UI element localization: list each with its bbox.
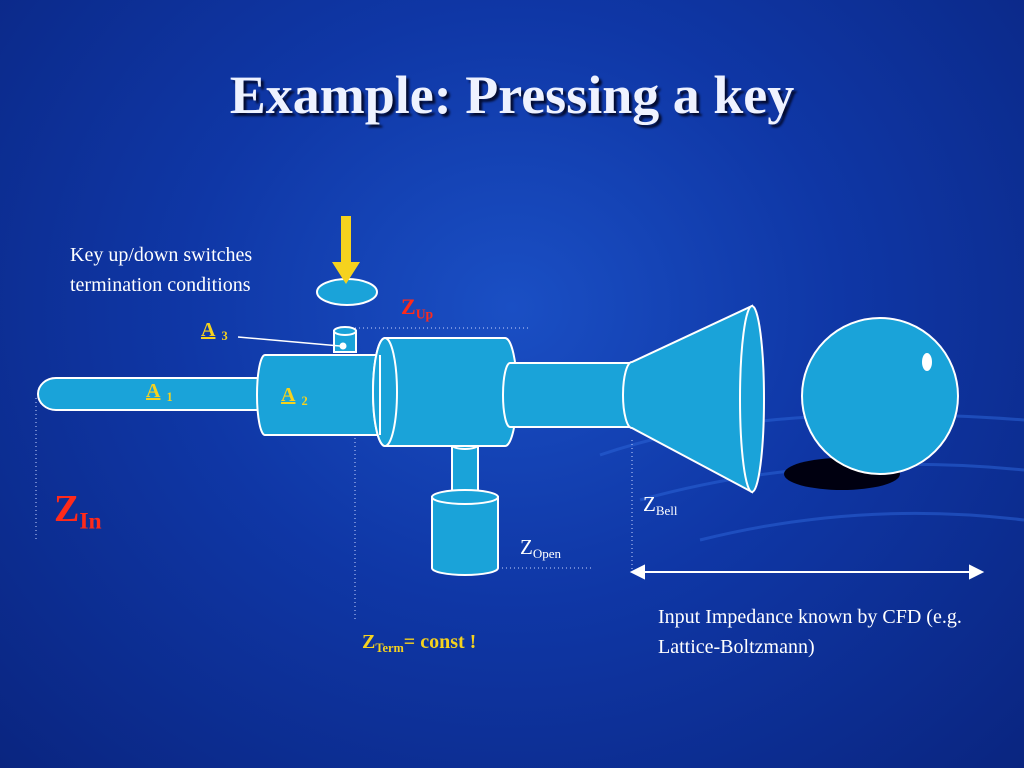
impedance-note: Input Impedance known by CFD (e.g. Latti… xyxy=(658,606,962,658)
open-can-top xyxy=(431,489,499,505)
a3-leader-line xyxy=(237,336,341,347)
label-z-term: ZTerm= const ! xyxy=(362,631,477,655)
key-disk-icon[interactable] xyxy=(316,278,378,306)
label-z-open: ZOpen xyxy=(520,535,562,562)
label-z-up: ZUp xyxy=(401,294,434,322)
impedance-range-arrow xyxy=(629,564,985,580)
open-can xyxy=(431,496,499,576)
bell xyxy=(622,304,753,494)
label-z-in: ZIn xyxy=(54,488,102,535)
slide-title: Example: Pressing a key xyxy=(229,65,795,125)
bell-opening xyxy=(739,305,765,493)
bell-neck xyxy=(502,362,637,428)
label-z-bell: ZBell xyxy=(643,492,678,519)
ball-highlight xyxy=(922,353,932,371)
keyhole-top xyxy=(333,326,357,336)
keyhole-dot xyxy=(339,342,347,350)
mouthpiece-pipe xyxy=(37,377,263,411)
radiation-ball xyxy=(801,317,959,475)
key-note: Key up/down switches termination conditi… xyxy=(70,244,253,296)
down-arrow-icon xyxy=(332,216,360,284)
cylinder-a2 xyxy=(256,354,381,436)
main-cylinder-front xyxy=(372,337,398,447)
